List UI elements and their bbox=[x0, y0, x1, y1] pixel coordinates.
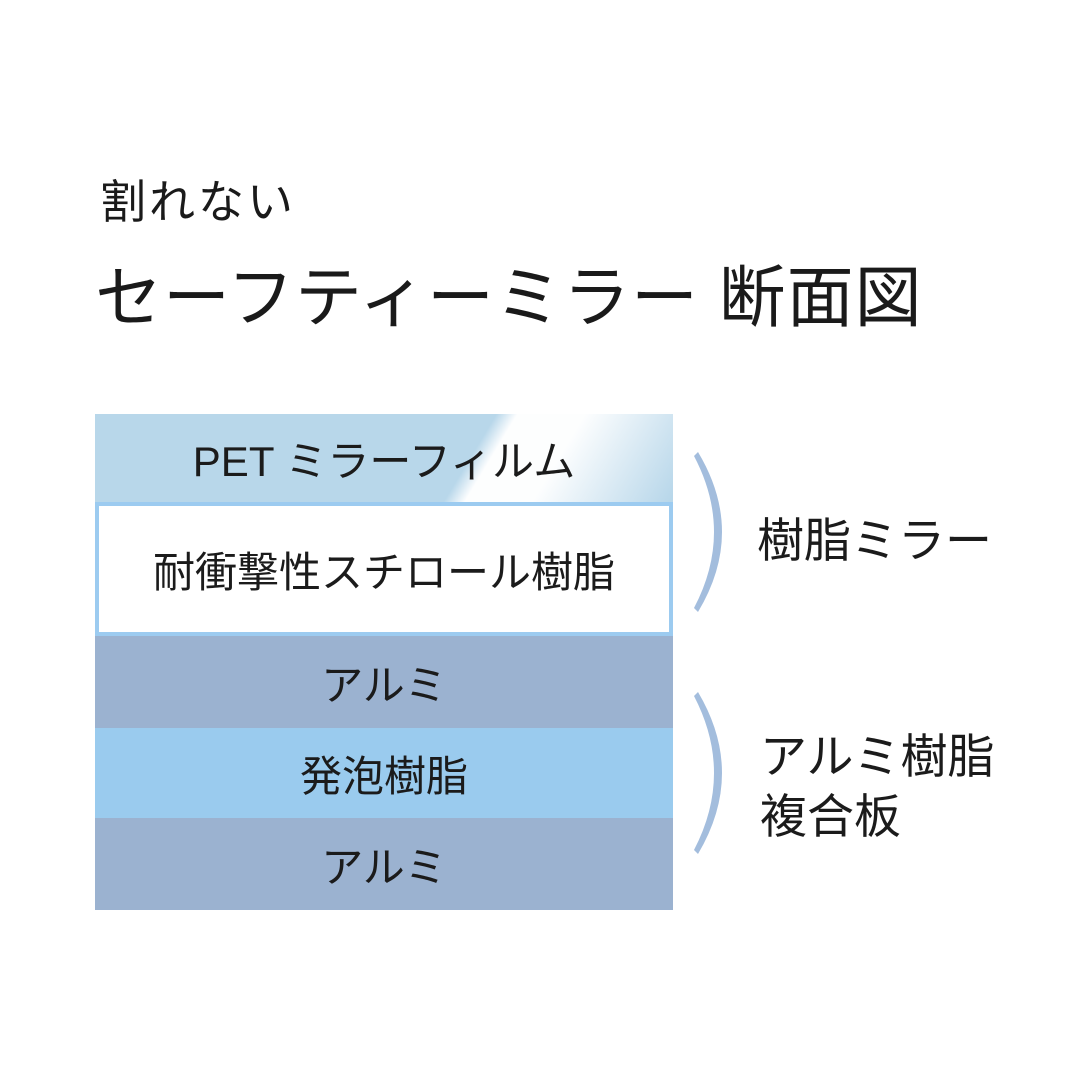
bracket-resin-mirror bbox=[694, 452, 722, 612]
layer-impact-resistant-styrene-resin-label: 耐衝撃性スチロール樹脂 bbox=[152, 548, 615, 596]
layer-aluminum-top-label: アルミ bbox=[321, 661, 447, 709]
annotation-resin-mirror: 樹脂ミラー bbox=[757, 514, 992, 567]
layer-impact-resistant-styrene-resin: 耐衝撃性スチロール樹脂 bbox=[95, 502, 673, 636]
layer-aluminum-bottom-label: アルミ bbox=[321, 843, 447, 891]
bracket-aluminum-composite bbox=[694, 692, 722, 854]
layer-pet-mirror-film-label: PET ミラーフィルム bbox=[192, 437, 576, 485]
cross-section-diagram: PET ミラーフィルム 耐衝撃性スチロール樹脂 アルミ 発泡樹脂 アルミ bbox=[95, 414, 673, 910]
layer-foam-resin: 発泡樹脂 bbox=[95, 728, 673, 818]
layer-foam-resin-label: 発泡樹脂 bbox=[299, 752, 468, 800]
annotation-aluminum-composite: アルミ樹脂 複合板 bbox=[760, 727, 995, 847]
layer-aluminum-bottom: アルミ bbox=[95, 818, 673, 910]
annotation-aluminum-composite-line2: 複合板 bbox=[760, 790, 901, 843]
layer-pet-mirror-film: PET ミラーフィルム bbox=[95, 414, 673, 502]
title-line1: 割れない bbox=[100, 176, 296, 228]
layer-aluminum-top: アルミ bbox=[95, 636, 673, 728]
title-line2: セーフティーミラー 断面図 bbox=[95, 261, 923, 336]
annotation-aluminum-composite-line1: アルミ樹脂 bbox=[760, 730, 995, 783]
